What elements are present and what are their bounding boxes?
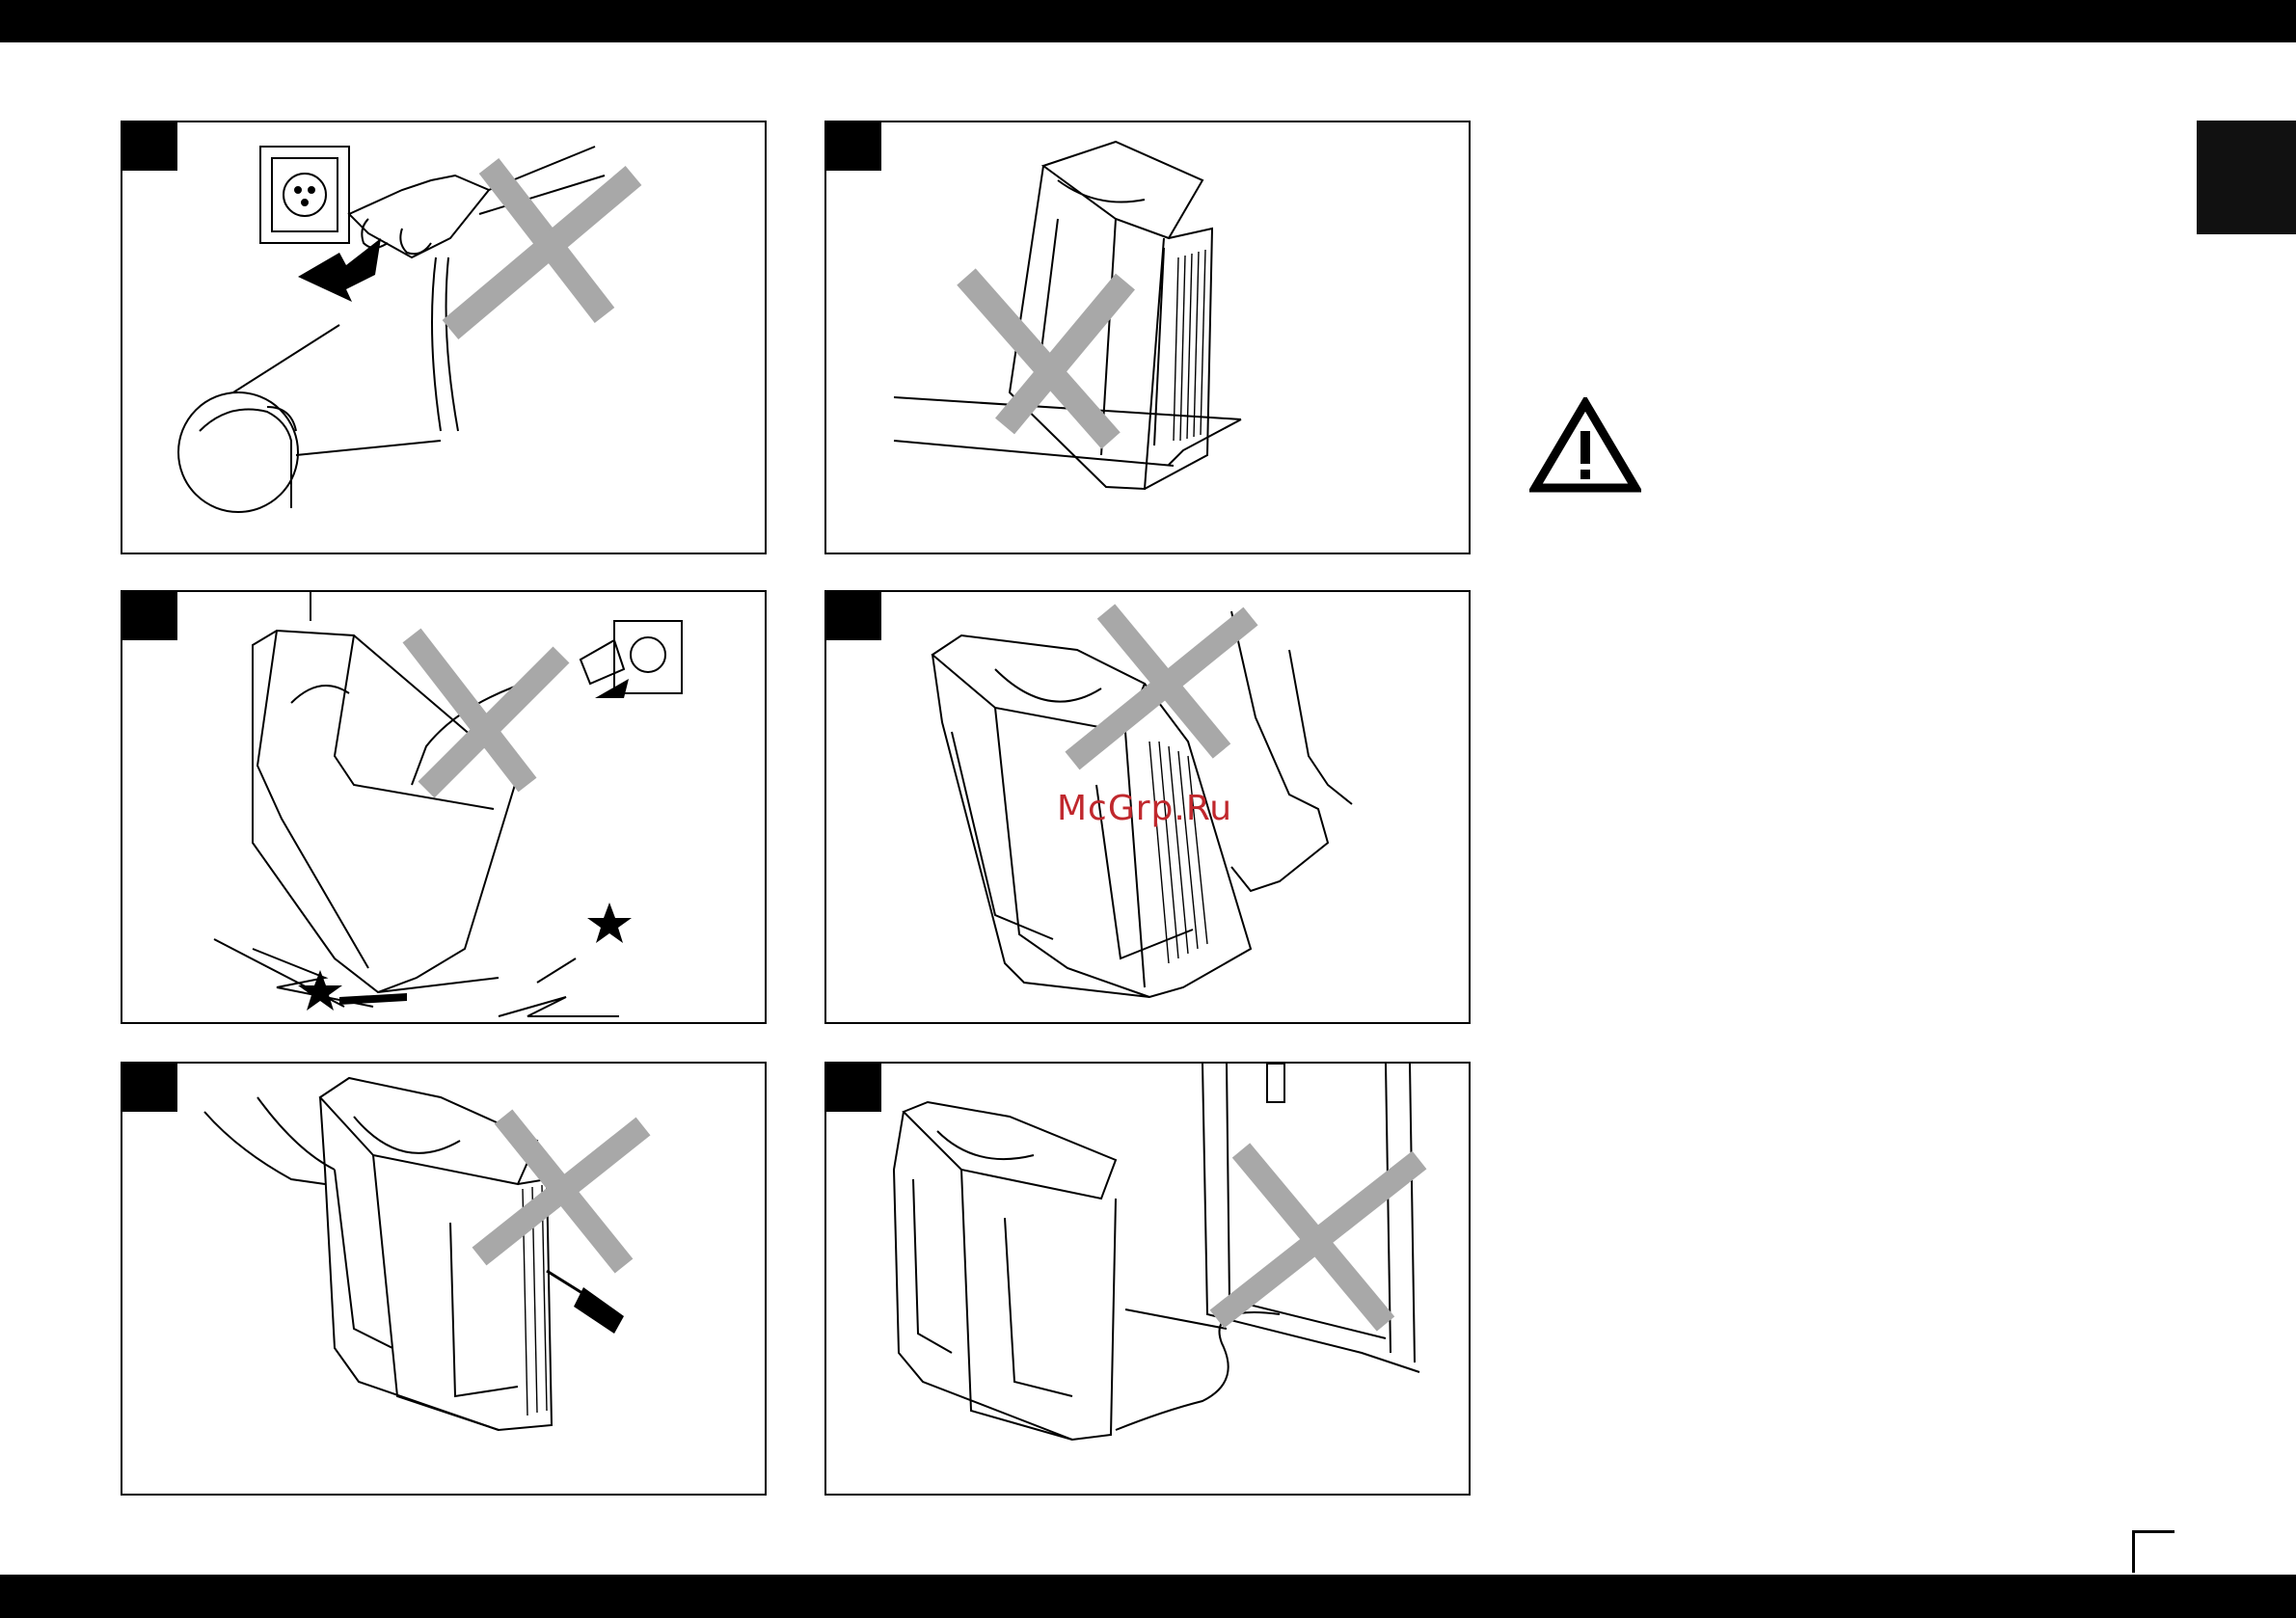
top-black-bar [0, 0, 2296, 42]
panel-number-5 [122, 1064, 177, 1112]
panel-number-6 [826, 1064, 881, 1112]
plug-pull-by-cord-icon [122, 122, 765, 553]
bottom-black-bar [0, 1575, 2296, 1618]
cord-under-door-icon [826, 1064, 1469, 1494]
warning-triangle-icon [1529, 397, 1641, 494]
page-corner-mark [2132, 1530, 2174, 1573]
illustration-panel-6 [824, 1062, 1471, 1496]
illustration-panel-5 [121, 1062, 767, 1496]
panel-number-4 [826, 592, 881, 640]
illustration-panel-2 [824, 121, 1471, 554]
section-tab-marker [2197, 121, 2296, 234]
panel-number-3 [122, 592, 177, 640]
watermark-text: McGrp.Ru [1057, 789, 1232, 828]
panel-number-1 [122, 122, 177, 171]
appliance-dropped-icon [122, 592, 765, 1022]
illustration-panel-3 [121, 590, 767, 1024]
tools-disassembly-icon [122, 1064, 765, 1494]
appliance-tilted-on-edge-icon [826, 122, 1469, 553]
illustration-panel-1 [121, 121, 767, 554]
panel-number-2 [826, 122, 881, 171]
